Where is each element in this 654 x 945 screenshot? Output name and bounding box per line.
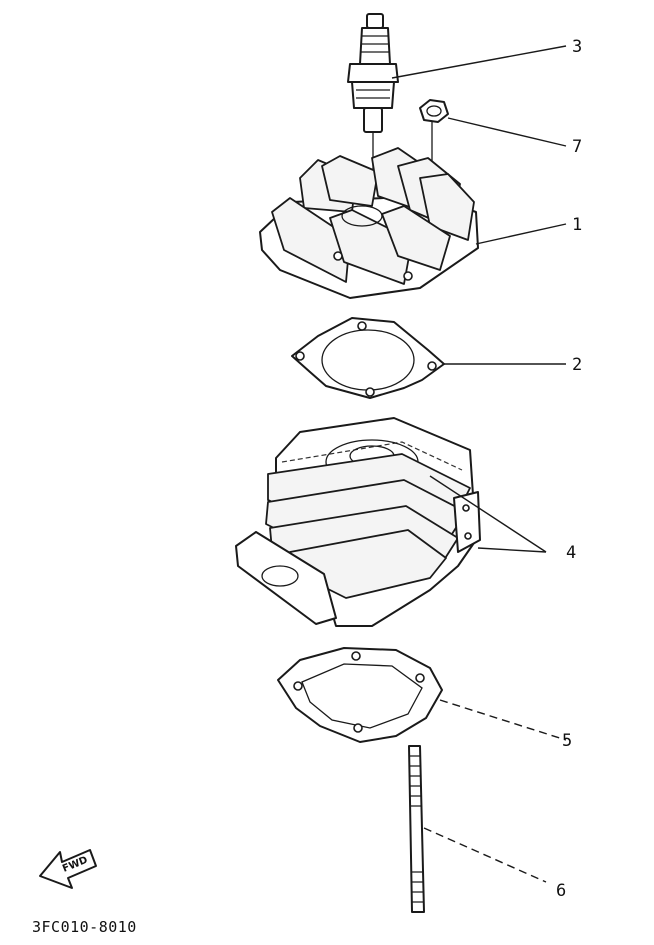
- spark-plug: [347, 13, 399, 210]
- callout-4: 4: [566, 543, 576, 563]
- cylinder: [235, 417, 481, 627]
- callout-7: 7: [572, 137, 582, 157]
- leader-lines: [391, 45, 567, 883]
- callout-1: 1: [572, 215, 582, 235]
- head-gasket: [291, 317, 445, 399]
- callout-2: 2: [572, 355, 582, 375]
- stud-bolt: [408, 745, 425, 913]
- callout-6: 6: [556, 881, 566, 901]
- callout-3: 3: [572, 37, 582, 57]
- diagram-code: 3FC010-8010: [32, 918, 137, 936]
- base-gasket: [277, 647, 443, 743]
- callout-5: 5: [562, 731, 572, 751]
- cylinder-head: [259, 147, 479, 299]
- forward-arrow-icon: FWD: [39, 849, 97, 889]
